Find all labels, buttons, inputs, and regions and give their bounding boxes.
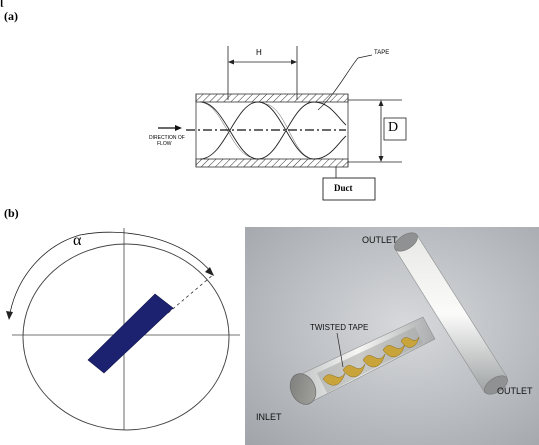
twisted-tape-label: TWISTED TAPE <box>310 323 369 332</box>
inlet-opening <box>289 373 317 405</box>
cross-section-diagram <box>6 228 240 431</box>
pitch-label: H <box>256 48 262 57</box>
angle-arc <box>9 231 213 314</box>
inlet-label: INLET <box>256 412 282 422</box>
tape-bar <box>87 293 174 374</box>
duct-box <box>322 177 376 201</box>
twisted-tape-fins <box>322 336 420 386</box>
tape-curve-1 <box>199 101 347 160</box>
diameter-box <box>383 117 407 141</box>
flow-label: DIRECTION OF FLOW <box>149 135 185 147</box>
duct-label: Duct <box>334 183 353 193</box>
render-diagram <box>245 227 539 445</box>
panel-a-label: (a) <box>4 9 18 23</box>
duct-top-wall <box>195 93 349 103</box>
panel-b-label: (b) <box>4 206 19 220</box>
outlet-right-label: OUTLET <box>497 386 533 396</box>
tape-label: TAPE <box>374 50 390 56</box>
duct-bottom-wall <box>195 158 349 168</box>
top-fragment: [ <box>0 0 4 8</box>
panel-a-diagram <box>158 46 407 201</box>
duct-cross-section <box>22 243 230 431</box>
angle-label: α <box>73 232 82 249</box>
diameter-label: D <box>388 120 399 135</box>
tape-curve-2 <box>199 101 347 160</box>
outlet-top-label: OUTLET <box>362 235 398 245</box>
